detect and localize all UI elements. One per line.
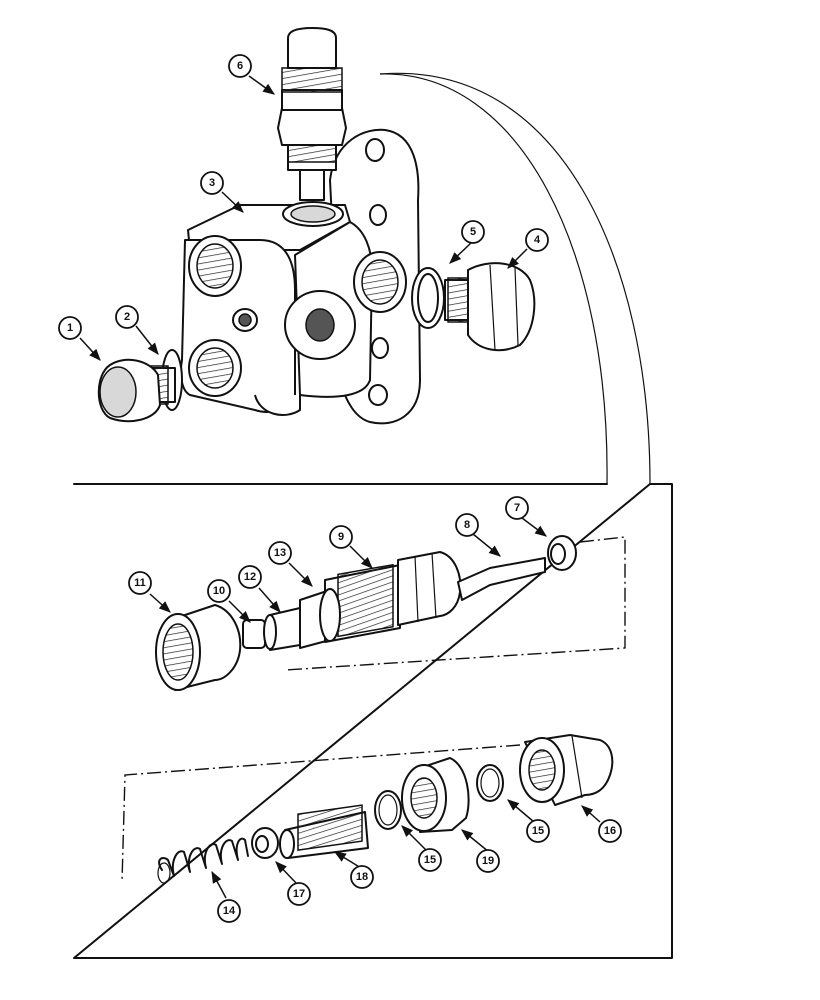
- cap-nut-11: [155, 604, 242, 691]
- callout-17: 17: [287, 882, 311, 906]
- callout-6: 6: [228, 54, 252, 78]
- svg-text:16: 16: [604, 825, 616, 837]
- callout-10: 10: [207, 579, 231, 603]
- callout-19: 19: [476, 849, 500, 873]
- svg-text:9: 9: [338, 531, 344, 543]
- svg-text:6: 6: [237, 60, 243, 72]
- svg-text:4: 4: [534, 234, 541, 246]
- callout-12: 12: [238, 565, 262, 589]
- callout-1: 1: [58, 316, 82, 340]
- detail-frame: [73, 483, 673, 959]
- detail-connector-arc: [379, 72, 651, 485]
- relief-valve-cartridge: [277, 27, 347, 201]
- svg-text:13: 13: [274, 547, 286, 559]
- callout-14: 14: [217, 899, 241, 923]
- svg-text:8: 8: [464, 519, 470, 531]
- svg-text:18: 18: [356, 871, 368, 883]
- callout-13: 13: [268, 541, 292, 565]
- washer-7: [547, 535, 577, 571]
- lower-dash-outline: [121, 744, 521, 883]
- o-ring-15b: [476, 764, 504, 802]
- o-ring-15a: [374, 790, 402, 830]
- svg-text:15: 15: [532, 825, 544, 837]
- washer-17: [251, 827, 279, 859]
- callout-16: 16: [598, 819, 622, 843]
- svg-text:5: 5: [470, 226, 476, 238]
- svg-text:15: 15: [424, 854, 436, 866]
- cap-16: [519, 734, 614, 806]
- plug-left: [97, 349, 183, 423]
- callout-15-right: 15: [526, 819, 550, 843]
- detail-connector-arc: [379, 73, 608, 485]
- callout-9: 9: [329, 525, 353, 549]
- svg-text:1: 1: [67, 322, 73, 334]
- callout-2: 2: [115, 305, 139, 329]
- upper-dash-outline: [284, 536, 626, 671]
- callout-3: 3: [200, 171, 224, 195]
- callout-4: 4: [525, 228, 549, 252]
- spool-12: [263, 607, 301, 651]
- callout-7: 7: [505, 496, 529, 520]
- stem-8: [457, 557, 546, 601]
- svg-text:3: 3: [209, 177, 215, 189]
- plug-right: [411, 262, 536, 352]
- svg-text:12: 12: [244, 571, 256, 583]
- callout-bubbles: 1 2 3 4 5 6 7 8: [58, 54, 622, 923]
- svg-text:7: 7: [514, 502, 520, 514]
- leader-lines: [79, 75, 601, 899]
- svg-text:14: 14: [223, 905, 236, 917]
- callout-8: 8: [455, 513, 479, 537]
- callout-18: 18: [350, 865, 374, 889]
- threaded-piston-18: [279, 804, 369, 859]
- pin-10: [242, 619, 266, 649]
- valve-body: [180, 128, 421, 425]
- svg-text:11: 11: [134, 577, 146, 589]
- spring-14: [157, 837, 249, 884]
- cartridge-body-9: [299, 551, 462, 649]
- nut-19: [401, 757, 470, 833]
- svg-text:10: 10: [213, 585, 225, 597]
- svg-text:19: 19: [482, 855, 494, 867]
- callout-11: 11: [128, 571, 152, 595]
- svg-text:2: 2: [124, 311, 130, 323]
- svg-text:17: 17: [293, 888, 305, 900]
- callout-5: 5: [461, 220, 485, 244]
- callout-15-left: 15: [418, 848, 442, 872]
